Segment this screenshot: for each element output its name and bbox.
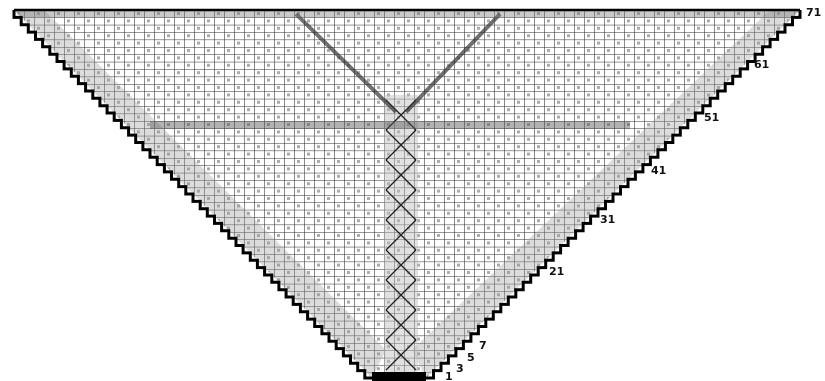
row-label-3: 3 xyxy=(456,362,464,375)
row-label-71: 71 xyxy=(806,6,821,19)
center-panel xyxy=(384,95,418,378)
row-label-1: 1 xyxy=(445,370,453,381)
row-label-7: 7 xyxy=(479,339,487,352)
row-label-21: 21 xyxy=(549,265,564,278)
row-label-31: 31 xyxy=(600,213,615,226)
row-label-61: 61 xyxy=(754,58,769,71)
row-label-41: 41 xyxy=(651,164,666,177)
bottom-tip xyxy=(372,372,426,381)
row-label-51: 51 xyxy=(704,111,719,124)
row-label-5: 5 xyxy=(467,351,475,364)
horizontal-band xyxy=(150,121,630,129)
